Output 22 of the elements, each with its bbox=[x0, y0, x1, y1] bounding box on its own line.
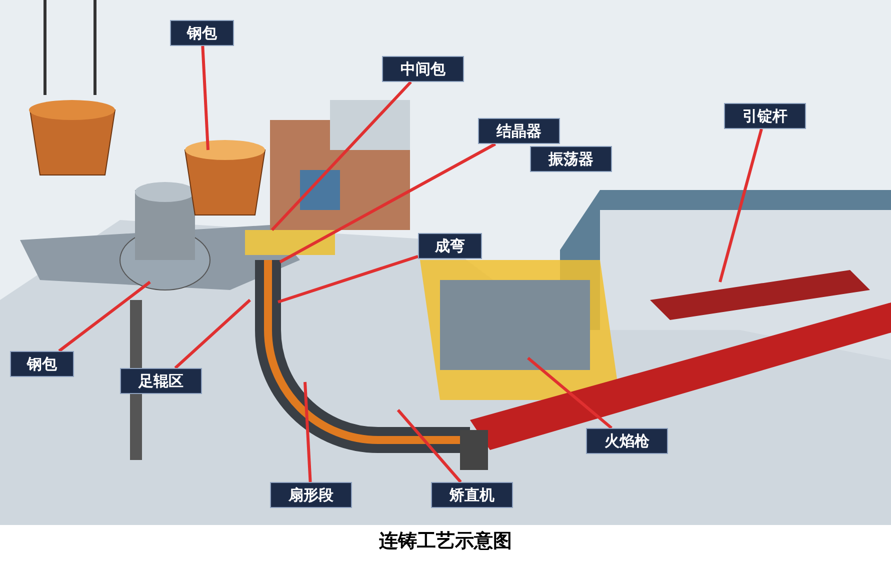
leader-line bbox=[270, 80, 412, 232]
callout-label: 火焰枪 bbox=[586, 428, 668, 454]
callout-label: 中间包 bbox=[382, 56, 464, 82]
callout-label: 钢包 bbox=[10, 351, 74, 377]
caption: 连铸工艺示意图 bbox=[378, 529, 513, 554]
callout-label: 扇形段 bbox=[270, 482, 352, 508]
callout-label: 足辊区 bbox=[120, 368, 202, 394]
leader-line bbox=[201, 46, 210, 150]
leader-line bbox=[279, 142, 496, 264]
callout-label: 结晶器 bbox=[478, 118, 560, 144]
callout-label: 钢包 bbox=[170, 20, 234, 46]
leader-line bbox=[58, 280, 151, 352]
leader-line bbox=[718, 128, 763, 282]
callout-label: 引锭杆 bbox=[724, 103, 806, 129]
callout-label: 成弯 bbox=[418, 233, 482, 259]
leader-line bbox=[174, 298, 251, 370]
leader-line bbox=[304, 382, 312, 482]
leader-line bbox=[278, 255, 418, 304]
leader-line bbox=[396, 409, 462, 483]
callout-label: 矫直机 bbox=[431, 482, 513, 508]
leader-line bbox=[527, 356, 612, 430]
callout-label: 振荡器 bbox=[530, 146, 612, 172]
